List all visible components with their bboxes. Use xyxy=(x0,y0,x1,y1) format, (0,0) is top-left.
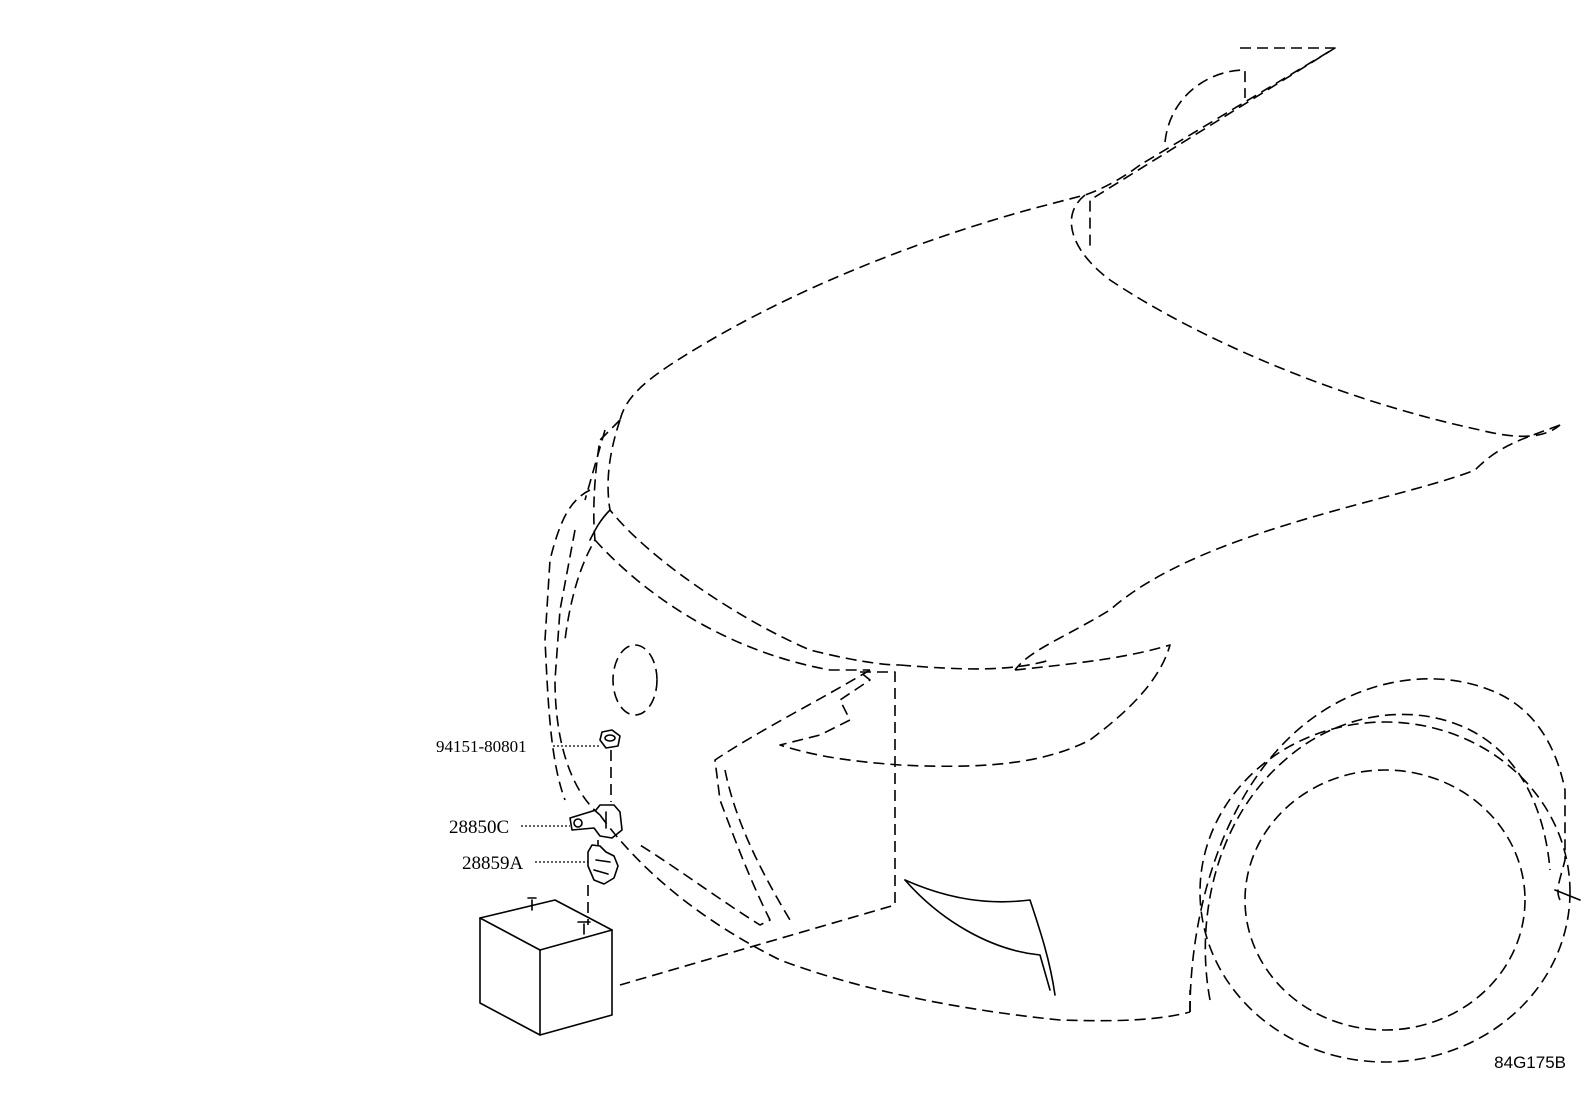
diagram-code: 84G175B xyxy=(1494,1053,1566,1072)
terminal-part xyxy=(569,804,623,839)
battery xyxy=(479,897,613,1036)
nut-part xyxy=(599,729,621,749)
part-number-label: 28850C xyxy=(449,817,509,838)
cover-part xyxy=(587,844,619,885)
leader-lines xyxy=(521,745,600,863)
vehicle-outline xyxy=(544,47,1581,1063)
part-number-label: 28859A xyxy=(462,853,524,874)
parts-group xyxy=(569,729,623,925)
part-number-label: 94151-80801 xyxy=(436,737,527,756)
